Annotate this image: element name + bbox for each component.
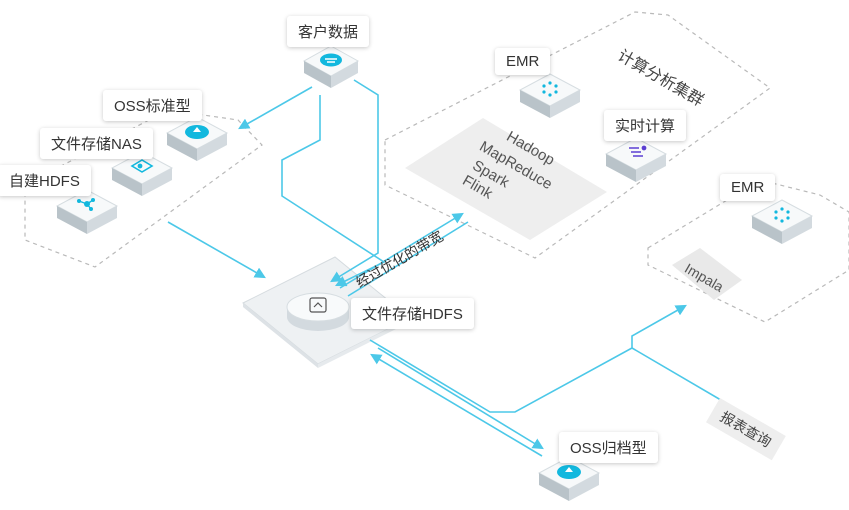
customer-data-node[interactable] (302, 44, 360, 97)
realtime-compute-icon (629, 145, 647, 157)
link-oss-archive-to-file-hdfs (370, 353, 543, 457)
oss-archive-label: OSS归档型 (559, 432, 658, 463)
link-customer-to-oss (238, 86, 313, 130)
link-customer-to-file-hdfs (330, 79, 379, 283)
link-to-report-query (631, 347, 727, 404)
emr-icon (542, 81, 558, 97)
oss-archive-icon (557, 465, 581, 479)
link-oss-to-file-hdfs (281, 95, 386, 287)
link-file-hdfs-to-compute (339, 212, 464, 289)
emr-right-label: EMR (720, 174, 776, 201)
impala-group-outline (647, 179, 849, 323)
nas-icon (130, 159, 154, 173)
file-hdfs-icon (309, 297, 327, 313)
self-hdfs-label: 自建HDFS (0, 165, 91, 196)
link-file-hdfs-to-impala (369, 304, 687, 413)
realtime-compute-node[interactable] (604, 136, 668, 191)
file-nas-label: 文件存储NAS (40, 128, 153, 159)
customer-data-label: 客户数据 (287, 16, 370, 47)
oss-archive-node[interactable] (537, 455, 601, 510)
file-hdfs-label: 文件存储HDFS (351, 298, 474, 329)
link-file-hdfs-to-oss-archive (377, 347, 544, 450)
compute-cluster-group-outline (384, 11, 772, 259)
emr-top-node[interactable] (518, 72, 582, 127)
file-nas-node[interactable] (110, 150, 174, 205)
self-hdfs-node[interactable] (55, 188, 119, 243)
impala-panel (672, 248, 742, 300)
emr-right-node[interactable] (750, 198, 814, 253)
emr-icon (774, 207, 790, 223)
oss-standard-icon (185, 125, 209, 139)
realtime-compute-label: 实时计算 (604, 110, 687, 141)
customer-data-icon (320, 53, 342, 67)
oss-standard-label: OSS标准型 (103, 90, 202, 121)
file-hdfs-node[interactable] (285, 287, 351, 342)
hdfs-icon (77, 198, 95, 211)
compute-frameworks-panel (405, 118, 607, 240)
oss-standard-node[interactable] (165, 115, 229, 170)
emr-top-label: EMR (495, 48, 551, 75)
link-self-hdfs-to-file-hdfs (167, 221, 266, 279)
